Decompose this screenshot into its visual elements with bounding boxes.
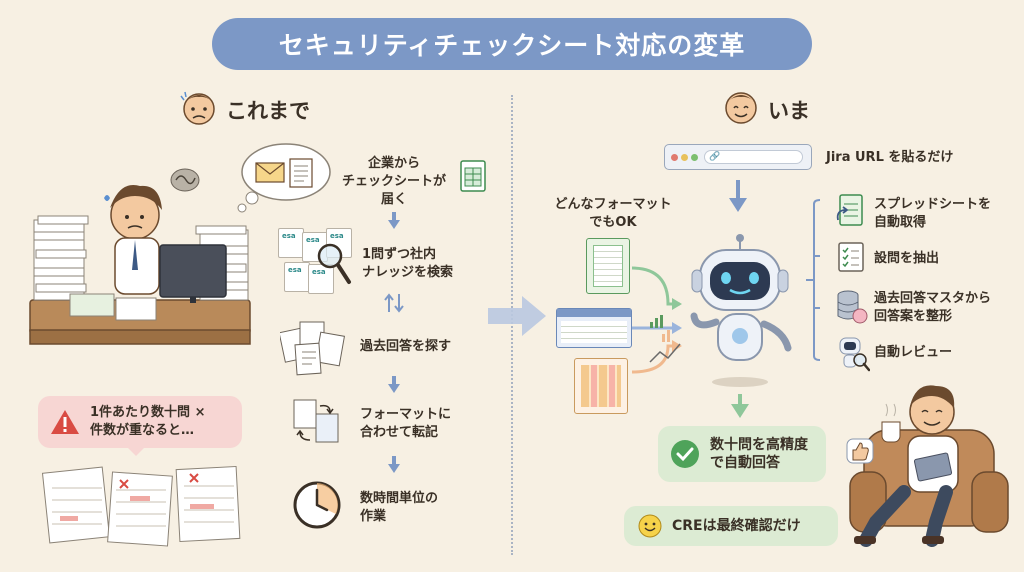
worried-face-icon [180,91,215,125]
flow-arrow-stem [738,394,742,406]
task-format-answer-draft: 過去回答マスタから 回答案を整形 [874,291,992,324]
sheet-grid [581,365,621,407]
thumbs-up-icon [846,438,874,464]
callout-tail [126,446,146,456]
esa-doc: esa [278,228,304,258]
transition-arrow-icon [488,296,546,336]
step-search-knowledge: 1問ずつ社内 ナレッジを検索 [362,247,454,280]
clock-icon [293,481,341,529]
document-icon [289,158,313,188]
flow-arrow [388,384,400,393]
step-find-past-answers: 過去回答を探す [360,339,452,354]
task-auto-review: 自動レビュー [874,345,953,360]
esa-doc: esa [308,264,334,294]
document-pile-icon [280,321,346,376]
magnifier-icon [317,243,351,284]
up-down-arrows-icon [384,293,404,313]
window-dot [691,153,698,161]
orange-sheet-format [574,358,628,414]
window-dot [681,153,688,161]
happy-face-icon [725,92,757,124]
transfer-docs-icon [293,399,339,443]
task-bracket [806,199,821,361]
spreadsheet-fetch-icon [836,194,863,226]
table-header-bar [557,309,631,317]
step-receive-sheet: 企業から チェックシートが 届く [341,156,446,207]
checklist-icon [838,242,864,272]
ai-robot-illustration [690,234,792,387]
warning-callout: 1件あたり数十問 × 件数が重なると… [38,396,242,448]
url-paste-label: Jira URL を貼るだけ [826,150,954,165]
mini-chart-icons [649,315,681,363]
before-heading: これまで [226,99,310,123]
task-fetch-spreadsheet: スプレッドシートを 自動取得 [874,197,992,230]
section-divider [511,95,513,555]
esa-doc: esa [284,262,310,292]
envelope-icon [255,162,285,183]
flow-arrow-stem [392,376,396,384]
check-circle-icon [671,440,699,468]
green-sheet-format [586,238,630,294]
flow-arrow [388,464,400,473]
sheet-grid [593,245,623,287]
link-icon: 🔗 [704,150,803,164]
sheet-grid [561,321,627,343]
flow-arrow [731,404,749,418]
page-title: セキュリティチェックシート対応の変革 [212,18,812,70]
flow-arrow-stem [392,456,396,464]
stress-cloud-icon [170,168,200,192]
step-hours-of-work: 数時間単位の 作業 [360,491,439,524]
warning-icon [51,410,79,434]
blue-table-format [556,308,632,348]
flow-arrow [388,220,400,229]
cre-text: CREは最終確認だけ [672,518,801,534]
result-text: 数十問を高精度 で自動回答 [710,437,808,471]
esa-knowledge-docs: esa esa esa esa esa [278,228,354,294]
window-dot [671,153,678,161]
robot-review-icon [839,337,870,372]
auto-answer-result-box: 数十問を高精度 で自動回答 [658,426,826,482]
smile-icon [638,514,662,538]
step-transcribe-format: フォーマットに 合わせて転記 [360,407,452,440]
cre-final-check-box: CREは最終確認だけ [624,506,838,546]
flow-arrow-stem [392,212,396,220]
flow-arrow [729,198,747,212]
task-extract-questions: 設問を抽出 [874,251,940,266]
warning-callout-text: 1件あたり数十問 × 件数が重なると… [90,405,206,438]
any-format-label: どんなフォーマット でもOK [554,197,672,230]
after-heading: いま [768,99,810,123]
spreadsheet-icon [460,160,486,192]
error-sheets-pile-illustration [41,465,241,547]
stressed-worker-illustration [29,184,251,345]
flow-arrow-stem [736,180,740,200]
browser-url-bar: 🔗 [664,144,812,170]
database-brain-icon [837,290,868,324]
relaxed-person-illustration [849,385,1009,547]
